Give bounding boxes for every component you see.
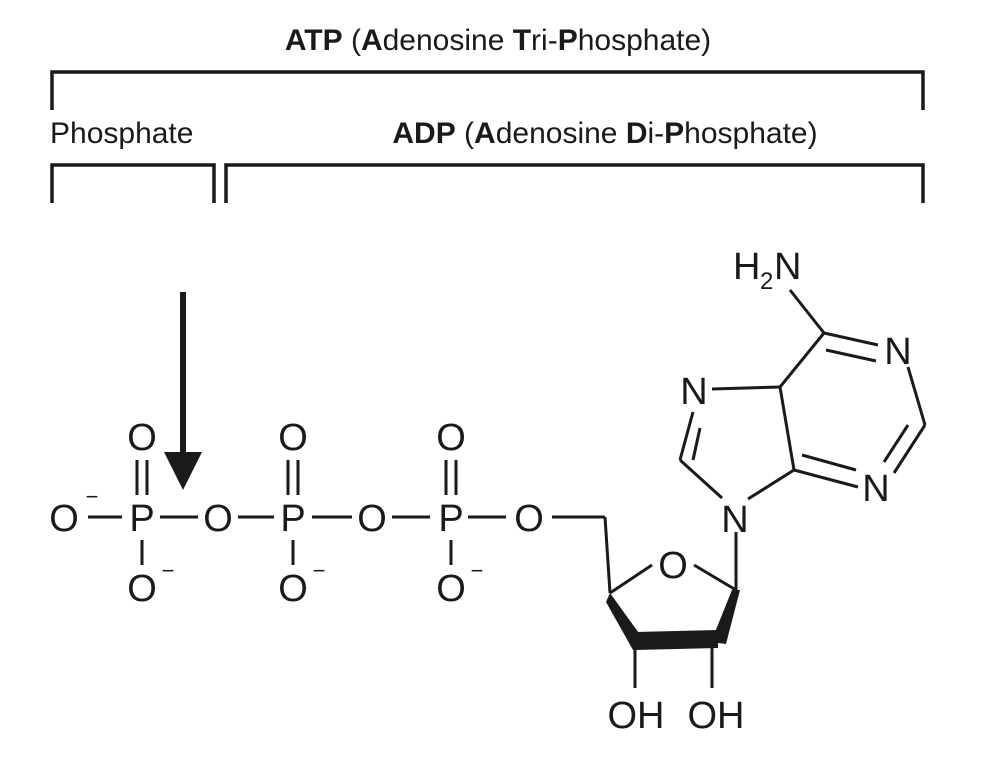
hydrolysis-arrow [164,292,202,490]
svg-text:O: O [436,417,466,459]
svg-text:OH: OH [688,695,745,737]
svg-text:P: P [438,498,463,540]
adp-bracket [224,163,925,203]
svg-text:O: O [203,498,233,540]
svg-text:−: − [162,558,175,583]
svg-text:2: 2 [760,268,773,295]
phosphate-bracket [50,163,216,203]
adenine-bonds [678,289,927,501]
svg-text:O: O [49,498,79,540]
adp-label: ADP (Adenosine Di-Phosphate) [392,117,817,150]
svg-text:O: O [278,568,308,610]
adenine-atoms: N N N N H 2 N [680,246,911,541]
svg-text:N: N [774,246,801,288]
svg-text:−: − [313,558,326,583]
svg-text:OH: OH [608,695,665,737]
svg-text:N: N [721,499,748,541]
svg-text:O: O [278,417,308,459]
svg-text:O: O [127,417,157,459]
atp-title: ATP (Adenosine Tri-Phosphate) [285,24,711,57]
phosphate-chain-atoms: O − P O O − O P O O − O P O O − O [49,417,544,610]
svg-text:H: H [733,246,760,288]
svg-text:−: − [471,558,484,583]
svg-text:O: O [127,568,157,610]
phosphate-label: Phosphate [50,117,193,150]
svg-text:O: O [658,545,688,587]
svg-text:O: O [357,498,387,540]
svg-text:−: − [86,484,99,509]
svg-text:N: N [680,371,707,413]
svg-text:N: N [884,331,911,373]
svg-text:N: N [862,468,889,510]
svg-text:O: O [514,498,544,540]
svg-text:P: P [280,498,305,540]
phosphate-chain-bonds [88,460,605,565]
ribose-ring [603,516,740,688]
svg-text:P: P [129,498,154,540]
ribose-atoms: O OH OH [608,545,745,737]
svg-text:O: O [436,568,466,610]
atp-bracket [50,70,925,110]
